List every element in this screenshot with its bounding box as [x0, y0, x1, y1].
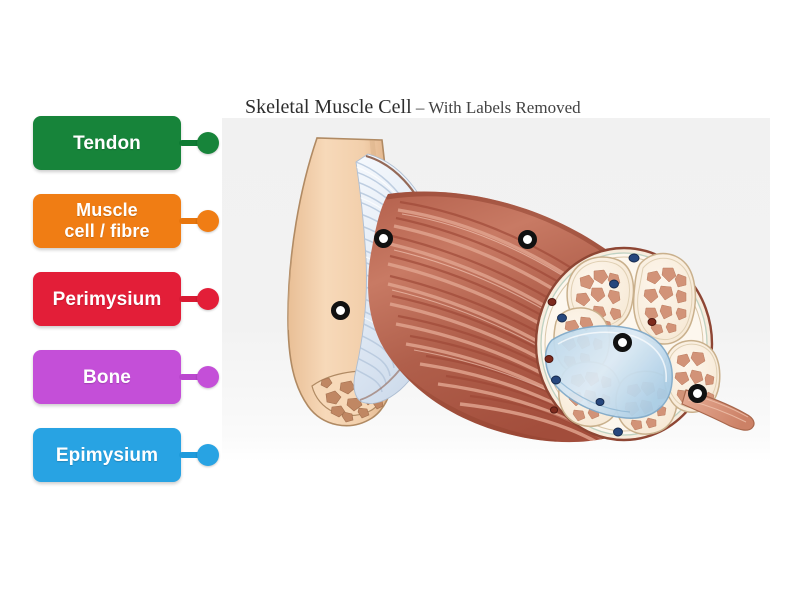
connector-knob[interactable]: [197, 366, 219, 388]
connector-knob[interactable]: [197, 288, 219, 310]
label-chip-perimysium[interactable]: Perimysium: [33, 272, 181, 326]
connector-stem: [179, 140, 201, 146]
label-chip-text: Tendon: [73, 132, 141, 154]
connector-stem: [179, 296, 201, 302]
label-chip-epimysium[interactable]: Epimysium: [33, 428, 181, 482]
label-chip-tendon[interactable]: Tendon: [33, 116, 181, 170]
connector-stem: [179, 218, 201, 224]
connector-muscle-cell-fibre: [179, 210, 221, 232]
connector-perimysium: [179, 288, 221, 310]
connector-knob[interactable]: [197, 132, 219, 154]
label-chip-text: Epimysium: [55, 444, 159, 466]
drop-target-bone[interactable]: [331, 301, 350, 320]
page-title-main: Skeletal Muscle Cell: [245, 96, 412, 118]
connector-stem: [179, 374, 201, 380]
drop-target-muscle-fibre[interactable]: [688, 384, 707, 403]
connector-knob[interactable]: [197, 210, 219, 232]
blood-vessels: [544, 253, 657, 437]
connector-knob[interactable]: [197, 444, 219, 466]
drop-target-epimysium[interactable]: [613, 333, 632, 352]
label-chip-bone[interactable]: Bone: [33, 350, 181, 404]
label-chip-text: Muscle cell / fibre: [64, 200, 150, 241]
page-title: Skeletal Muscle Cell – With Labels Remov…: [245, 96, 581, 119]
spongy-bone-trabeculae: [320, 376, 384, 423]
connector-stem: [179, 452, 201, 458]
page-title-sub: With Labels Removed: [428, 98, 581, 117]
label-bank: Tendon Muscle cell / fibre Perimysium Bo…: [0, 0, 222, 600]
epimysium-peeled-sheet: [544, 325, 673, 419]
connector-tendon: [179, 132, 221, 154]
muscle-fibres: [643, 267, 687, 336]
skeletal-muscle-illustration: [287, 137, 755, 443]
page-title-separator: –: [411, 98, 429, 117]
connector-epimysium: [179, 444, 221, 466]
label-chip-muscle-cell-fibre[interactable]: Muscle cell / fibre: [33, 194, 181, 248]
fascicle: [632, 252, 697, 345]
connector-bone: [179, 366, 221, 388]
label-chip-text: Perimysium: [52, 288, 162, 310]
label-chip-text: Bone: [83, 366, 131, 388]
drop-target-tendon[interactable]: [374, 229, 393, 248]
drop-target-muscle-belly[interactable]: [518, 230, 537, 249]
